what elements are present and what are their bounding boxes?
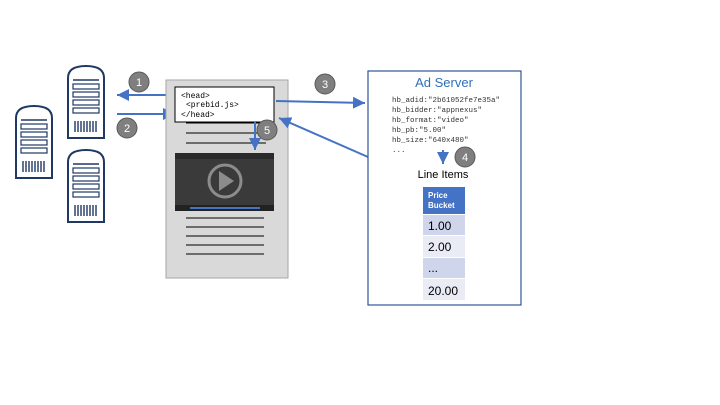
arrow-step-3 (275, 96, 366, 109)
svg-text:3: 3 (322, 79, 328, 91)
table-header: Price (428, 191, 448, 200)
targeting-line: ... (392, 147, 406, 155)
step-badge-3: 3 (314, 73, 336, 95)
page-text-lines-bottom (186, 217, 264, 255)
targeting-line: hb_format:"video" (392, 117, 469, 125)
server-icon (67, 65, 105, 139)
head-code-box (174, 86, 275, 123)
targeting-line: hb_size:"640x480" (392, 137, 469, 145)
targeting-line: hb_pb:"5.00" (392, 127, 446, 135)
table-cell: 2.00 (428, 240, 452, 254)
svg-text:2: 2 (124, 123, 130, 135)
step-badge-4: 4 (454, 146, 476, 168)
price-bucket-table: Price Bucket 1.00 2.00 ... 20.00 (423, 187, 465, 300)
svg-text:4: 4 (462, 152, 468, 164)
arrow-step-4-return (278, 117, 369, 158)
code-head-close: </head> (181, 111, 215, 120)
line-items-label: Line Items (418, 169, 469, 181)
step-badge-1: 1 (128, 71, 150, 93)
server-icon (67, 149, 105, 223)
ad-server-title: Ad Server (415, 75, 473, 90)
table-cell: ... (428, 261, 438, 275)
table-cell: 1.00 (428, 219, 452, 233)
code-prebid: <prebid.js> (186, 101, 239, 110)
code-head-open: <head> (181, 92, 210, 101)
svg-text:1: 1 (136, 77, 142, 89)
video-play-icon (207, 163, 243, 199)
targeting-line: hb_adid:"2b61052fe7e35a" (392, 97, 500, 105)
table-header: Bucket (428, 201, 455, 210)
step-badge-2: 2 (116, 117, 138, 139)
svg-text:5: 5 (264, 125, 270, 137)
table-cell: 20.00 (428, 284, 458, 298)
step-badge-5: 5 (256, 119, 278, 141)
server-icon (15, 105, 53, 179)
targeting-line: hb_bidder:"appnexus" (392, 107, 482, 115)
targeting-keys: hb_adid:"2b61052fe7e35a" hb_bidder:"appn… (392, 97, 500, 155)
video-player (175, 153, 274, 211)
